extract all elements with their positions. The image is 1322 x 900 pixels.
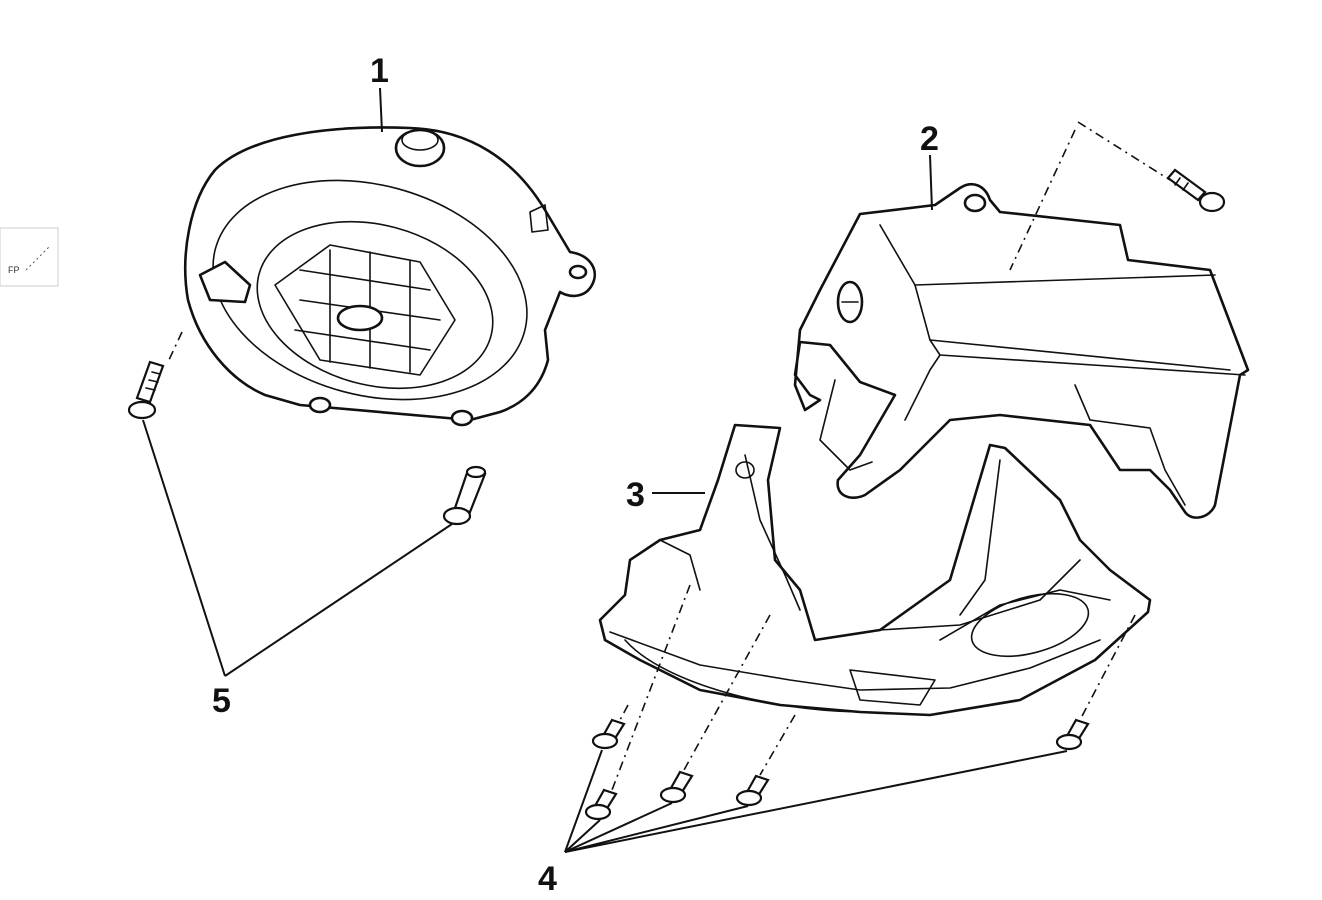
bolt-part-5-b (442, 465, 487, 526)
screw-4-c (659, 770, 694, 804)
callout-4: 4 (538, 860, 557, 898)
thumbnail-label: FP (8, 265, 20, 275)
thumbnail-fragment: FP (0, 227, 59, 287)
callout-3: 3 (626, 476, 645, 514)
screw-4-b (584, 788, 618, 821)
lower-cover-part-3 (598, 423, 1152, 717)
callout-2: 2 (920, 120, 939, 158)
screws-part-4 (584, 584, 1136, 821)
leader-lines (142, 87, 1068, 853)
bolt-part-5-a (127, 331, 183, 420)
callout-1: 1 (370, 52, 389, 90)
screw-4-a (591, 718, 626, 750)
bolt-part-2-top (1009, 121, 1226, 271)
screw-4-e (1055, 718, 1090, 751)
upper-cover-part-2 (793, 183, 1250, 519)
screw-4-d (735, 774, 770, 807)
callout-5: 5 (212, 682, 231, 720)
fan-shroud-part-1 (184, 126, 597, 427)
